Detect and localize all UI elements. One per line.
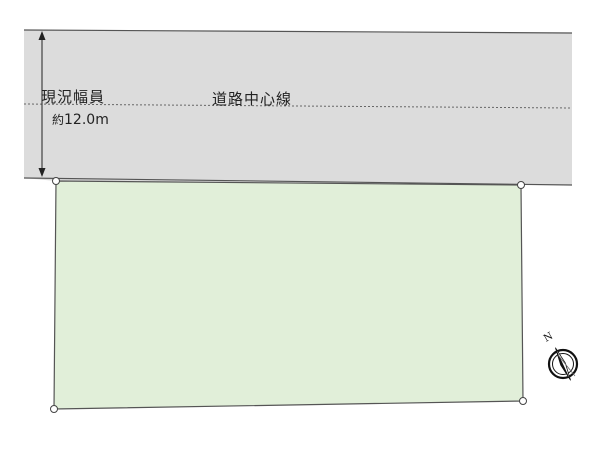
road-centerline-label: 道路中心線 bbox=[212, 90, 293, 108]
svg-text:N: N bbox=[542, 331, 555, 345]
boundary-marker-bottom-left bbox=[50, 405, 58, 413]
road-width-dimension-arrow bbox=[38, 31, 46, 177]
road-area bbox=[24, 30, 572, 185]
lot-area bbox=[53, 180, 524, 410]
north-compass-icon: N bbox=[542, 331, 579, 381]
road-top-edge bbox=[23, 29, 573, 34]
road-bottom-edge bbox=[23, 177, 573, 186]
road-width-value: 約12.0m bbox=[52, 111, 109, 128]
boundary-marker-top-left bbox=[52, 177, 60, 185]
road-width-number: 12.0m bbox=[64, 112, 109, 128]
boundary-marker-bottom-right bbox=[519, 397, 527, 405]
road-width-label: 現況幅員 bbox=[41, 88, 106, 106]
road-centerline bbox=[23, 103, 573, 109]
road-width-prefix: 約 bbox=[52, 113, 65, 127]
boundary-marker-top-right bbox=[517, 181, 525, 189]
